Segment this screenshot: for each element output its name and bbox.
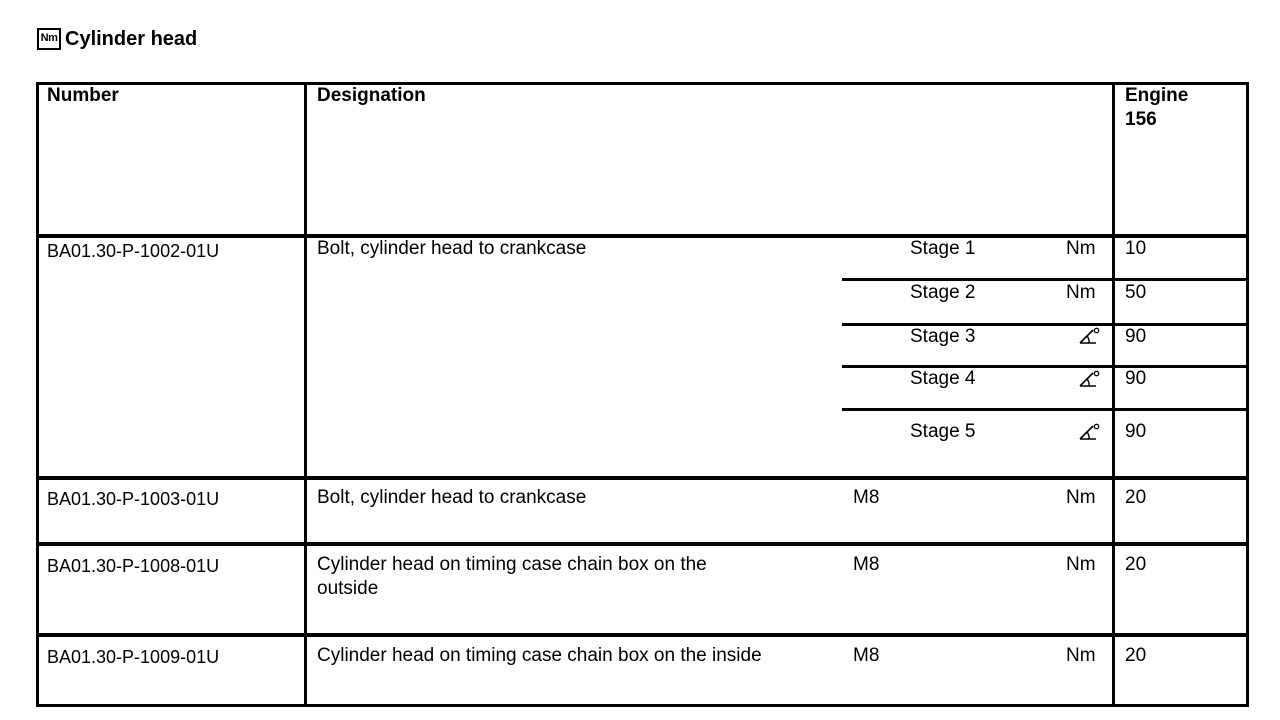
table-border-top	[36, 82, 1249, 85]
row-1-number: BA01.30-P-1002-01U	[47, 241, 220, 261]
row-3-designation-line1: Cylinder head on timing case chain box o…	[317, 554, 707, 575]
row-3-number: BA01.30-P-1008-01U	[47, 556, 220, 576]
stage-2-unit: Nm	[1066, 282, 1096, 303]
row-2-value: 20	[1125, 487, 1147, 508]
header-engine-line2: 156	[1125, 109, 1157, 130]
column-divider-number	[304, 82, 307, 707]
stage-5-value: 90	[1125, 421, 1147, 442]
stage-3-label: Stage 3	[910, 326, 976, 347]
angle-degree-icon	[1079, 327, 1100, 344]
angle-degree-icon	[1079, 370, 1100, 387]
row-divider-1	[36, 476, 1249, 480]
row-4-value: 20	[1125, 645, 1147, 666]
header-engine-line1: Engine	[1125, 85, 1189, 106]
row-divider-header	[36, 234, 1249, 238]
stage-1-value: 10	[1125, 238, 1147, 259]
row-2-unit: Nm	[1066, 487, 1096, 508]
row-3-value: 20	[1125, 554, 1147, 575]
stage-2-value: 50	[1125, 282, 1147, 303]
stage-3-value: 90	[1125, 326, 1147, 347]
table-border-right	[1246, 82, 1249, 707]
stage-5-label: Stage 5	[910, 421, 976, 442]
header-designation: Designation	[317, 85, 426, 106]
row-3-unit: Nm	[1066, 554, 1096, 575]
stage-divider-1	[842, 278, 1249, 281]
stage-divider-2	[842, 323, 1249, 326]
section-title: Nm Cylinder head	[37, 22, 197, 50]
row-3-designation-line2: outside	[317, 578, 379, 599]
row-4-designation: Cylinder head on timing case chain box o…	[317, 645, 762, 666]
stage-2-label: Stage 2	[910, 282, 976, 303]
angle-degree-icon	[1079, 423, 1100, 440]
page-title: Cylinder head	[65, 28, 198, 50]
row-3-thread: M8	[853, 554, 880, 575]
row-2-thread: M8	[853, 487, 880, 508]
table-border-left	[36, 82, 39, 707]
stage-1-unit: Nm	[1066, 238, 1096, 259]
stage-1-label: Stage 1	[910, 238, 976, 259]
row-1-designation: Bolt, cylinder head to crankcase	[317, 238, 587, 259]
header-number: Number	[47, 85, 119, 106]
row-4-unit: Nm	[1066, 645, 1096, 666]
row-divider-2	[36, 542, 1249, 546]
table-border-bottom	[36, 704, 1249, 707]
stage-4-value: 90	[1125, 368, 1147, 389]
torque-table: Number Designation Engine 156 BA01.30-P-…	[36, 82, 1249, 707]
row-divider-3	[36, 633, 1249, 637]
stage-divider-4	[842, 408, 1249, 411]
column-divider-engine	[1112, 82, 1115, 707]
row-2-designation: Bolt, cylinder head to crankcase	[317, 487, 587, 508]
stage-4-label: Stage 4	[910, 368, 976, 389]
stage-divider-3	[842, 365, 1249, 368]
row-4-number: BA01.30-P-1009-01U	[47, 647, 220, 667]
row-4-thread: M8	[853, 645, 880, 666]
torque-nm-icon: Nm	[37, 28, 61, 50]
row-2-number: BA01.30-P-1003-01U	[47, 489, 220, 509]
